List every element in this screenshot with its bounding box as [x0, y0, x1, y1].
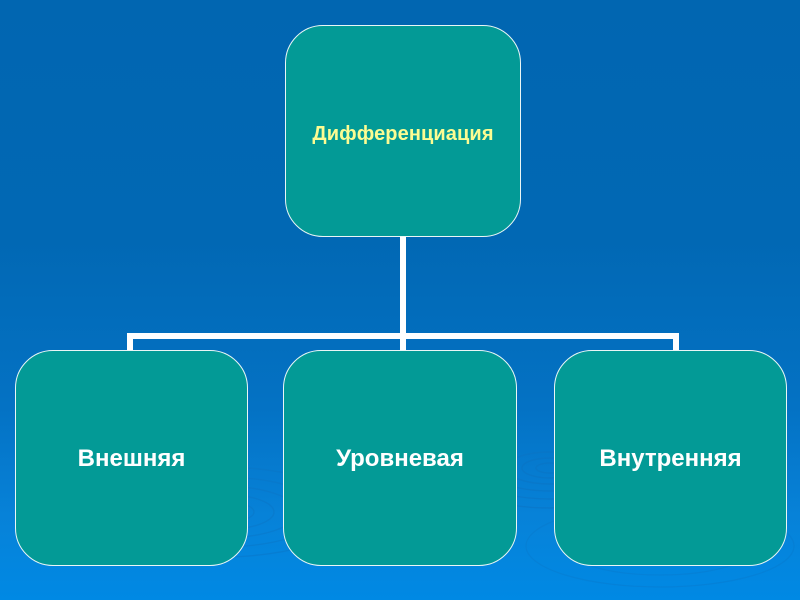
connector-drop-child-3 — [673, 333, 679, 353]
connector-drop-child-2 — [400, 333, 406, 353]
node-root[interactable]: Дифференциация — [285, 25, 521, 237]
node-child-external[interactable]: Внешняя — [15, 350, 248, 566]
node-child-level-label: Уровневая — [336, 445, 464, 473]
node-child-level[interactable]: Уровневая — [283, 350, 517, 566]
node-child-external-label: Внешняя — [77, 445, 186, 473]
node-child-internal[interactable]: Внутренняя — [554, 350, 787, 566]
node-child-internal-label: Внутренняя — [599, 445, 742, 473]
connector-root-to-bus — [400, 234, 406, 334]
node-root-label: Дифференциация — [312, 122, 494, 145]
connector-drop-child-1 — [127, 333, 133, 353]
